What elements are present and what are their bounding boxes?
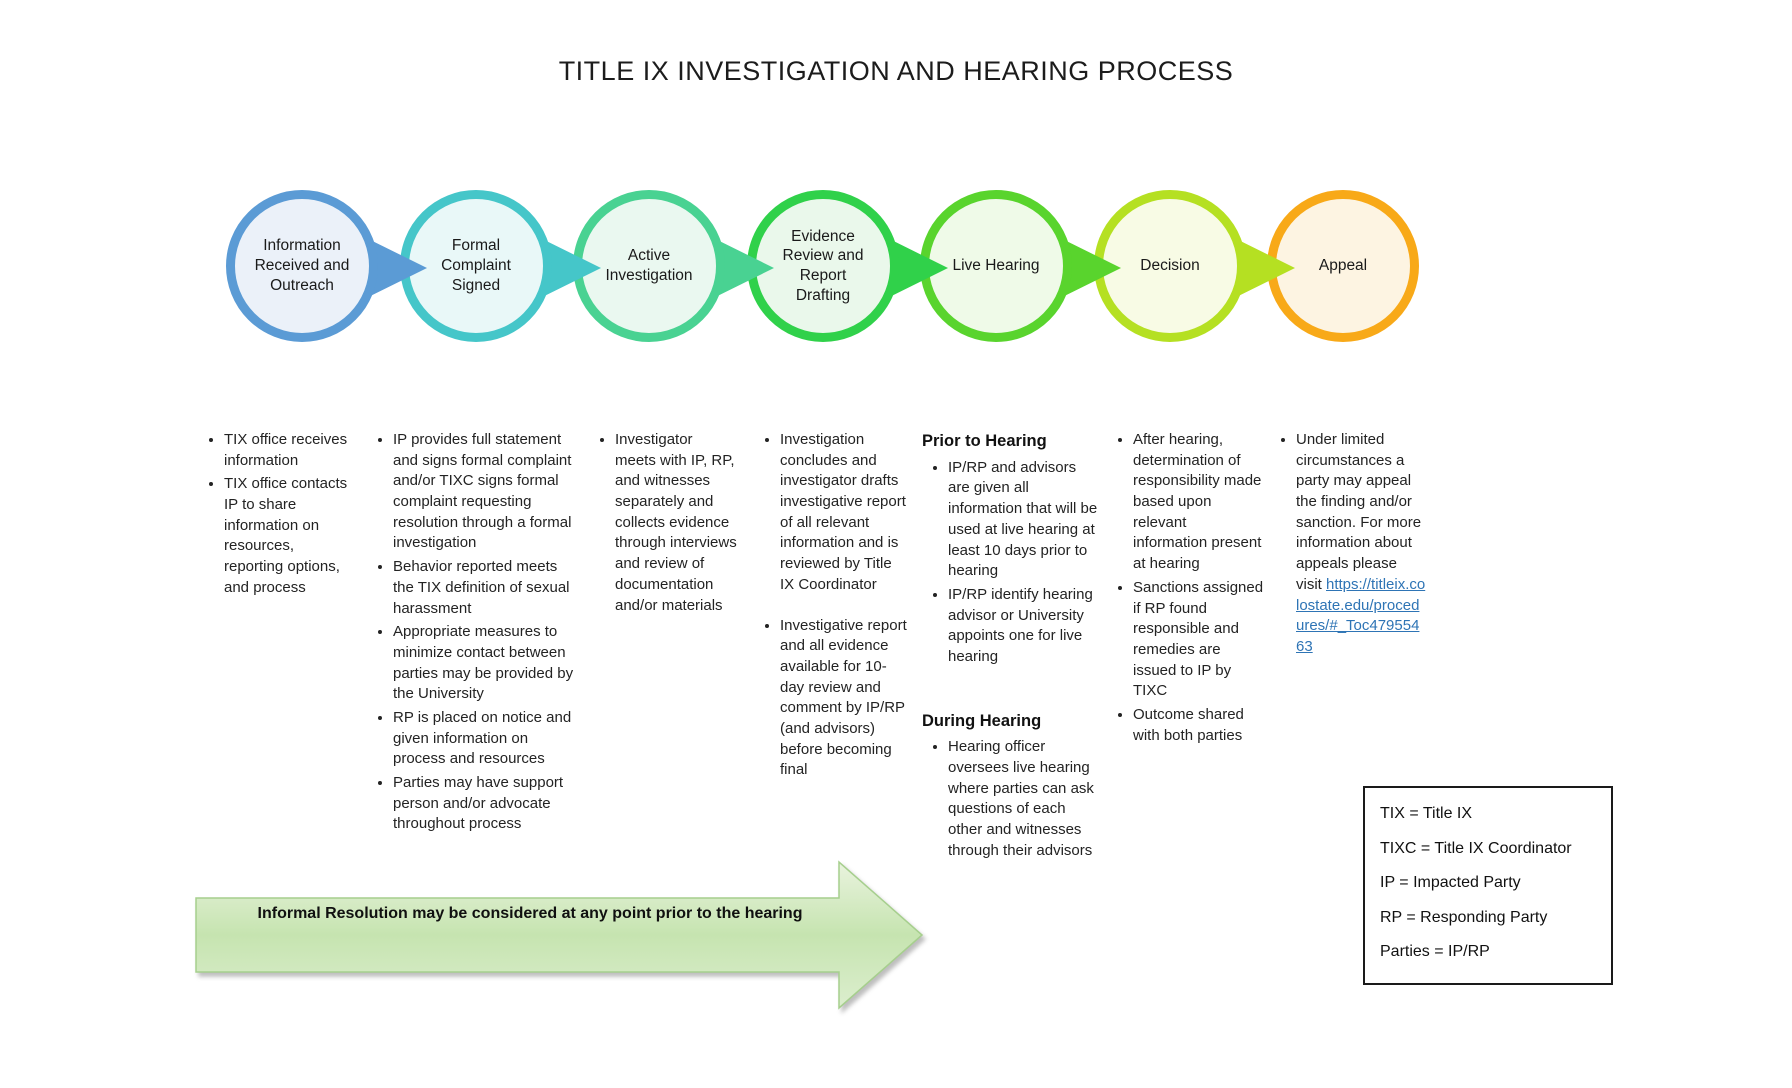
column-formal-complaint: IP provides full statement and signs for…	[376, 430, 576, 838]
legend-line: RP = Responding Party	[1380, 908, 1548, 926]
column-live-hearing: Prior to Hearing IP/RP and advisors are …	[922, 430, 1100, 865]
appeals-link[interactable]: https://titleix.colostate.edu/procedures…	[1296, 575, 1426, 655]
bullet-list: After hearing, determination of responsi…	[1116, 430, 1264, 746]
bullet-list: IP provides full statement and signs for…	[376, 430, 576, 835]
bullet-item: TIX office contacts IP to share informat…	[224, 474, 357, 598]
step-label: Active Investigation	[605, 247, 693, 284]
bullet-list: IP/RP and advisors are given all informa…	[922, 458, 1100, 668]
bullet-item: Hearing officer oversees live hearing wh…	[948, 737, 1100, 861]
column-evidence-review: Investigation concludes and investigator…	[763, 430, 908, 784]
step-label: Information Received and Outreach	[254, 237, 350, 294]
bullet-item: After hearing, determination of responsi…	[1133, 430, 1264, 575]
bullet-list: Investigator meets with IP, RP, and witn…	[598, 430, 737, 616]
step-circle-information-received: Information Received and Outreach	[226, 190, 378, 342]
column-appeal: Under limited circumstances a party may …	[1279, 430, 1426, 661]
appeal-text: Under limited circumstances a party may …	[1296, 431, 1422, 593]
legend-line: TIXC = Title IX Coordinator	[1380, 839, 1572, 857]
column-active-investigation: Investigator meets with IP, RP, and witn…	[598, 430, 737, 619]
bullet-item: Investigator meets with IP, RP, and witn…	[615, 430, 737, 616]
legend-line: TIX = Title IX	[1380, 805, 1473, 822]
section-header-prior-to-hearing: Prior to Hearing	[922, 432, 1047, 450]
bullet-list: Under limited circumstances a party may …	[1279, 430, 1426, 658]
step-label: Formal Complaint Signed	[441, 237, 511, 294]
step-label: Decision	[1140, 257, 1200, 275]
bullet-list: Hearing officer oversees live hearing wh…	[922, 737, 1100, 861]
bullet-item: Investigative report and all evidence av…	[780, 616, 908, 782]
informal-resolution-arrow	[195, 860, 924, 1010]
legend-line: Parties = IP/RP	[1380, 943, 1490, 960]
legend-line: IP = Impacted Party	[1380, 874, 1521, 891]
step-label: Live Hearing	[952, 257, 1040, 275]
bullet-item: Appropriate measures to minimize contact…	[393, 622, 576, 705]
bullet-item: IP/RP and advisors are given all informa…	[948, 458, 1100, 582]
bullet-item: Outcome shared with both parties	[1133, 705, 1264, 746]
step-label: Evidence Review and Report Drafting	[782, 227, 864, 304]
bullet-list: TIX office receives information TIX offi…	[207, 430, 357, 599]
bullet-item: Under limited circumstances a party may …	[1296, 430, 1426, 658]
bullet-item: Behavior reported meets the TIX definiti…	[393, 557, 576, 619]
bullet-item: IP provides full statement and signs for…	[393, 430, 576, 554]
page-title: TITLE IX INVESTIGATION AND HEARING PROCE…	[558, 56, 1234, 86]
step-label: Appeal	[1318, 257, 1368, 275]
column-decision: After hearing, determination of responsi…	[1116, 430, 1264, 749]
step-circle-evidence-review: Evidence Review and Report Drafting	[747, 190, 899, 342]
section-header-during-hearing: During Hearing	[922, 711, 1042, 730]
bullet-item: RP is placed on notice and given informa…	[393, 708, 576, 770]
bullet-item: Investigation concludes and investigator…	[780, 430, 908, 596]
bullet-item: Sanctions assigned if RP found responsib…	[1133, 578, 1264, 702]
bullet-item: TIX office receives information	[224, 430, 357, 471]
bullet-item: IP/RP identify hearing advisor or Univer…	[948, 585, 1100, 668]
column-information-received: TIX office receives information TIX offi…	[207, 430, 357, 602]
bullet-list: Investigation concludes and investigator…	[763, 430, 908, 781]
informal-resolution-text: Informal Resolution may be considered at…	[257, 905, 803, 922]
legend-box: TIX = Title IX TIXC = Title IX Coordinat…	[1363, 786, 1613, 985]
bullet-item: Parties may have support person and/or a…	[393, 773, 576, 835]
